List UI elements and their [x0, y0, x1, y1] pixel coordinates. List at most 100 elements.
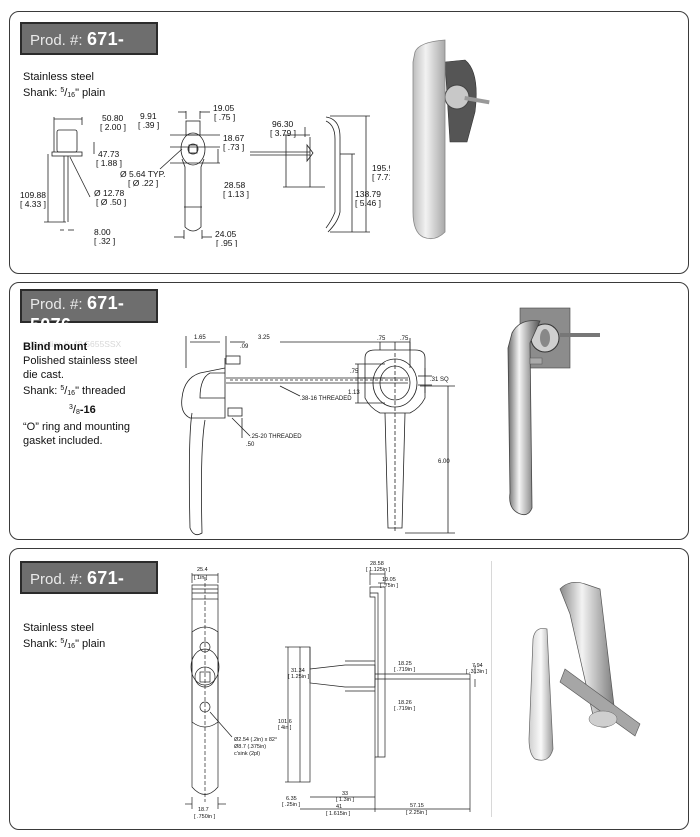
dim-label: 96.30	[272, 119, 294, 129]
dim-label: 57.15	[410, 803, 424, 809]
dim-label: [ .313in ]	[466, 669, 488, 675]
dim-label: 138.79	[355, 189, 381, 199]
dim-label: 33	[342, 791, 348, 797]
dim-label: 1.65	[194, 335, 206, 341]
dim-label: Ø 12.78	[94, 188, 125, 198]
desc-fragment: Shank:	[23, 638, 61, 650]
desc-fragment: Shank:	[23, 385, 61, 397]
prod-number: 671-1138	[30, 29, 125, 81]
dim-label: [ .75in ]	[380, 583, 399, 589]
dim-label: .31 SQ	[430, 377, 449, 383]
product-panel-671-1145: Prod. #: 671-1145 Stainless steel Shank:…	[9, 548, 689, 830]
dim-label: 109.88	[20, 190, 46, 200]
shank-text: Shank: 5/16" plain	[23, 635, 105, 654]
dim-label: [ 2.25in ]	[406, 810, 428, 816]
oring-text: “O” ring and mounting	[23, 421, 130, 433]
product-photo-671-5076	[507, 307, 600, 516]
dim-label: [ .39 ]	[138, 120, 159, 130]
dim-label: 50.80	[102, 113, 124, 123]
product-photo-671-1145	[528, 582, 641, 761]
desc-fragment: 5/16	[60, 87, 76, 99]
dim-label: 18.7	[198, 807, 209, 813]
prod-label: Prod. #:	[30, 571, 83, 588]
dim-label: [ .719in ]	[394, 706, 416, 712]
dim-label: [ 1.3in ]	[336, 797, 355, 803]
dim-label: .75	[377, 336, 386, 342]
gasket-text: gasket included.	[23, 435, 103, 447]
shank-text: Shank: 5/16" plain	[23, 84, 105, 103]
technical-drawing: 1.65 3.25 .09 .31 SQ .38-16 THREADED .25…	[181, 335, 455, 536]
dim-label: [ 2.00 ]	[100, 122, 126, 132]
desc-fragment: " plain	[75, 638, 106, 650]
product-number-badge: Prod. #: 671-1145	[20, 561, 158, 620]
dim-label: 7.94	[472, 663, 483, 669]
dim-label: .09	[240, 344, 249, 350]
desc-fragment: 5/16	[60, 638, 76, 650]
prod-number: 671-5076	[30, 293, 125, 335]
dim-label: [ 1.125in ]	[366, 567, 391, 573]
dim-label: [ .719in ]	[394, 667, 416, 673]
dim-label: [ 3.79 ]	[270, 128, 296, 138]
prod-label: Prod. #:	[30, 32, 83, 49]
product-number-badge: Prod. #: 671-5076 Supplier #: 48-5655SSX	[20, 289, 158, 349]
dim-label: 195.94	[372, 163, 390, 173]
dim-label: [ 4.33 ]	[20, 199, 46, 209]
desc-fragment: 16	[67, 390, 76, 397]
desc-fragment: 5	[60, 638, 65, 645]
dim-label: Ø 5.64 TYP.	[120, 169, 166, 179]
product-photo-671-1138	[412, 39, 490, 240]
dim-label: [ .32 ]	[94, 236, 115, 246]
dim-label: [ .95 ]	[216, 238, 237, 247]
dim-label: 19.05	[382, 577, 396, 583]
dim-label: [ 1.615in ]	[326, 811, 351, 817]
product-number-badge: Prod. #: 671-1138	[20, 22, 158, 81]
dim-label: [ Ø .22 ]	[128, 178, 158, 188]
dim-label: [ .73 ]	[223, 142, 244, 152]
dim-label: .75	[350, 369, 359, 375]
dim-label: Ø8.7 (.375in)	[234, 744, 266, 750]
material-text: Stainless steel	[23, 622, 94, 634]
dim-label: 18.67	[223, 133, 245, 143]
dim-label: 28.58	[224, 180, 246, 190]
prod-label: Prod. #:	[30, 296, 83, 313]
dim-label: [ 1.13 ]	[223, 189, 249, 199]
dim-label: [ .25in ]	[282, 802, 301, 808]
dim-label: 25.4	[197, 567, 208, 573]
dim-label: 3.25	[258, 335, 270, 341]
thread-text: 3/8-16	[23, 401, 137, 420]
prod-number: 671-1145	[30, 568, 125, 620]
dim-label: [ .750in ]	[194, 814, 216, 820]
product-description: Blind mount Polished stainless steel die…	[23, 340, 137, 448]
dim-label: [ 1.88 ]	[96, 158, 122, 168]
dim-label: 28.58	[370, 561, 384, 567]
desc-fragment: Shank:	[23, 87, 61, 99]
desc-fragment: 5/16	[60, 385, 76, 397]
desc-fragment: -16	[79, 404, 96, 416]
dim-label: [ Ø .50 ]	[96, 197, 126, 207]
dim-label: 19.05	[213, 103, 235, 113]
dim-label: [ 1.25in ]	[288, 674, 310, 680]
dim-label: 47.73	[98, 149, 120, 159]
product-panel-671-1138: Prod. #: 671-1138 Stainless steel Shank:…	[9, 11, 689, 274]
dim-label: c'sink (2pl)	[234, 751, 260, 757]
dim-label: .50	[246, 442, 255, 448]
material-text: Stainless steel	[23, 71, 94, 83]
desc-fragment: 16	[67, 92, 76, 99]
dim-label: 8.00	[94, 227, 111, 237]
dim-label: 31.34	[291, 668, 305, 674]
dim-label: .25-20 THREADED	[250, 434, 302, 440]
dim-label: [ 7.71 ]	[372, 172, 390, 182]
product-description: Stainless steel Shank: 5/16" plain	[23, 70, 105, 103]
dim-label: 6.00	[438, 459, 450, 465]
technical-drawing: 50.80 [ 2.00 ] 47.73 [ 1.88 ] 109.88 [ 4…	[20, 103, 390, 247]
supplier-number: Supplier #: 48-5655SSX	[30, 339, 122, 349]
desc-fragment: " threaded	[75, 385, 126, 397]
dim-label: [ .75 ]	[214, 112, 235, 122]
dim-label: [ 4in ]	[278, 725, 292, 731]
shank-text: Shank: 5/16" threaded	[23, 382, 137, 401]
dim-label: 1.13	[348, 390, 360, 396]
desc-fragment: 3	[69, 404, 73, 411]
dim-label: Ø2.54 (.2in) x 82°	[234, 737, 277, 743]
dim-label: 9.91	[140, 111, 157, 121]
desc-fragment: 5	[60, 87, 65, 94]
